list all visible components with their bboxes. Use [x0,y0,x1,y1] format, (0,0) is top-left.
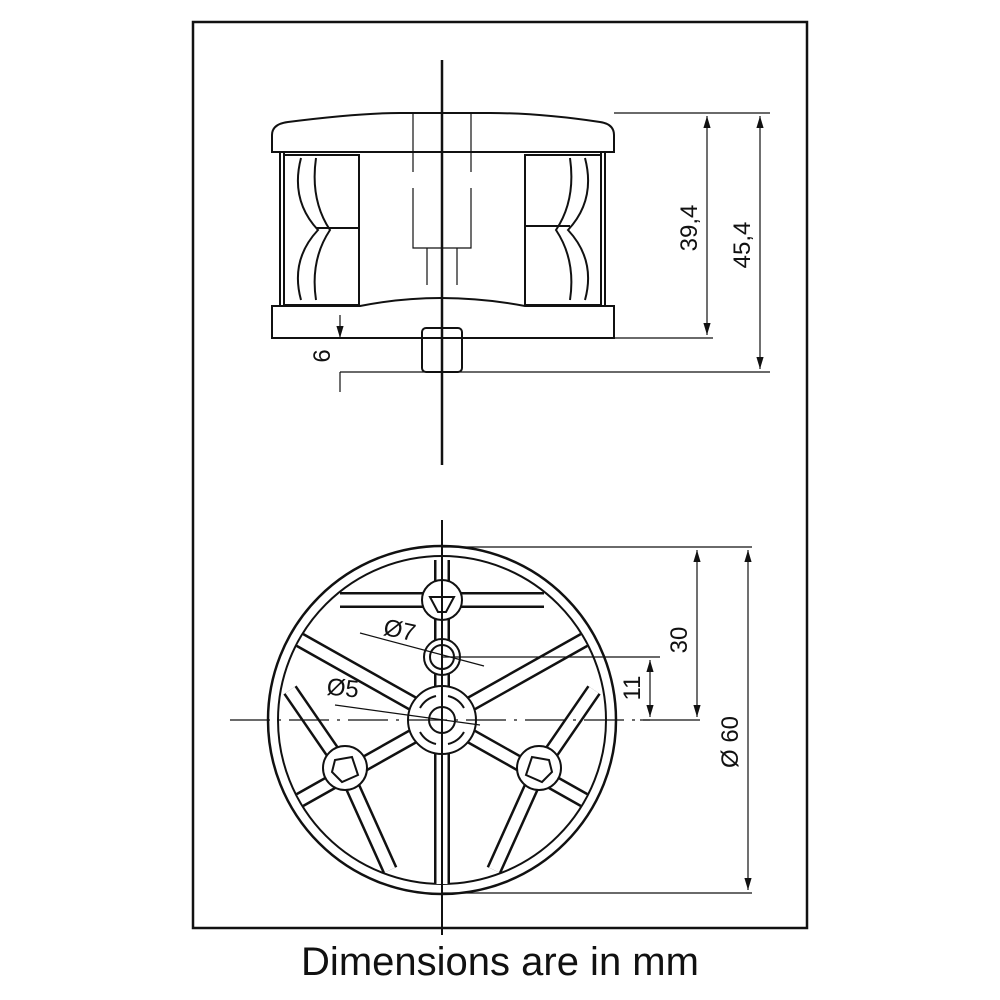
lamp-base [271,297,615,339]
side-view [271,60,770,465]
dim-radius: 30 [666,627,693,654]
dim-body-height: 39,4 [676,205,703,252]
right-lens [524,154,602,306]
bottom-view [230,520,752,935]
left-lens [283,154,360,306]
lamp-cap [271,112,615,153]
dim-plug: 6 [309,349,336,362]
units-caption: Dimensions are in mm [301,940,699,984]
dim-total-height: 45,4 [729,222,756,269]
dim-diameter: Ø 60 [717,716,744,768]
dim-hole-center: Ø5 [325,673,360,703]
drawing-frame [191,20,809,930]
dim-hole-small: Ø7 [381,614,418,647]
dim-offset: 11 [619,676,646,701]
